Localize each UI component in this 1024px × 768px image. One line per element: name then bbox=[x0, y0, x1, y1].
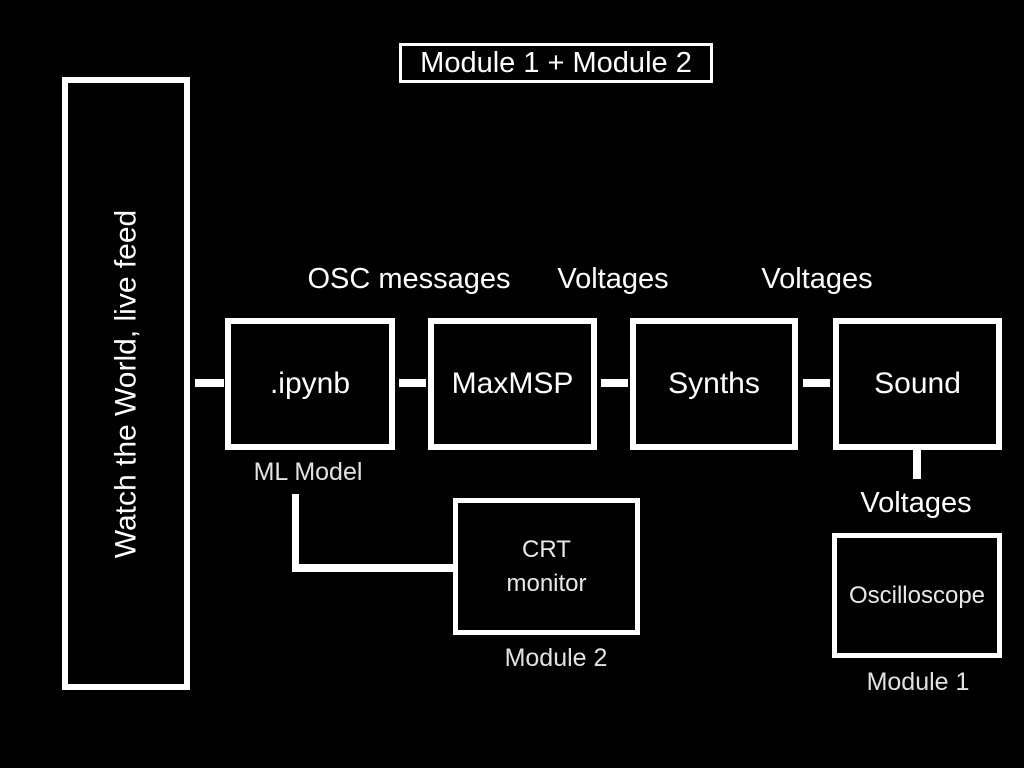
node-ipynb-label: .ipynb bbox=[269, 367, 351, 400]
node-sound: Sound bbox=[833, 318, 1002, 450]
node-maxmsp-label: MaxMSP bbox=[451, 367, 574, 400]
connector-synths-to-sound bbox=[803, 379, 830, 387]
caption-module-1: Module 1 bbox=[866, 668, 970, 696]
connector-input-to-ipynb bbox=[195, 379, 224, 387]
node-oscilloscope: Oscilloscope bbox=[832, 533, 1002, 658]
input-node-live-feed: Watch the World, live feed bbox=[62, 77, 190, 690]
edge-label-osc-messages: OSC messages bbox=[307, 263, 511, 295]
title-box: Module 1 + Module 2 bbox=[399, 43, 713, 83]
node-synths: Synths bbox=[630, 318, 798, 450]
edge-label-voltages-3: Voltages bbox=[860, 487, 972, 519]
node-synths-label: Synths bbox=[668, 367, 760, 400]
node-maxmsp: MaxMSP bbox=[428, 318, 597, 450]
node-ipynb: .ipynb bbox=[225, 318, 395, 450]
node-crt-monitor: CRT monitor bbox=[453, 498, 640, 635]
edge-label-voltages-2: Voltages bbox=[761, 263, 873, 295]
connector-sound-to-oscilloscope bbox=[913, 450, 921, 479]
input-node-label: Watch the World, live feed bbox=[109, 209, 142, 558]
edge-label-voltages-1: Voltages bbox=[557, 263, 669, 295]
node-sound-label: Sound bbox=[874, 367, 961, 400]
connector-mlmodel-to-crt bbox=[292, 564, 454, 572]
connector-maxmsp-to-synths bbox=[601, 379, 628, 387]
node-oscilloscope-label: Oscilloscope bbox=[848, 581, 986, 609]
connector-mlmodel-vertical bbox=[292, 494, 299, 572]
caption-module-2: Module 2 bbox=[504, 644, 608, 672]
title-label: Module 1 + Module 2 bbox=[420, 46, 692, 79]
connector-ipynb-to-maxmsp bbox=[399, 379, 426, 387]
node-crt-monitor-label: CRT monitor bbox=[506, 535, 587, 597]
caption-ml-model: ML Model bbox=[253, 458, 363, 486]
